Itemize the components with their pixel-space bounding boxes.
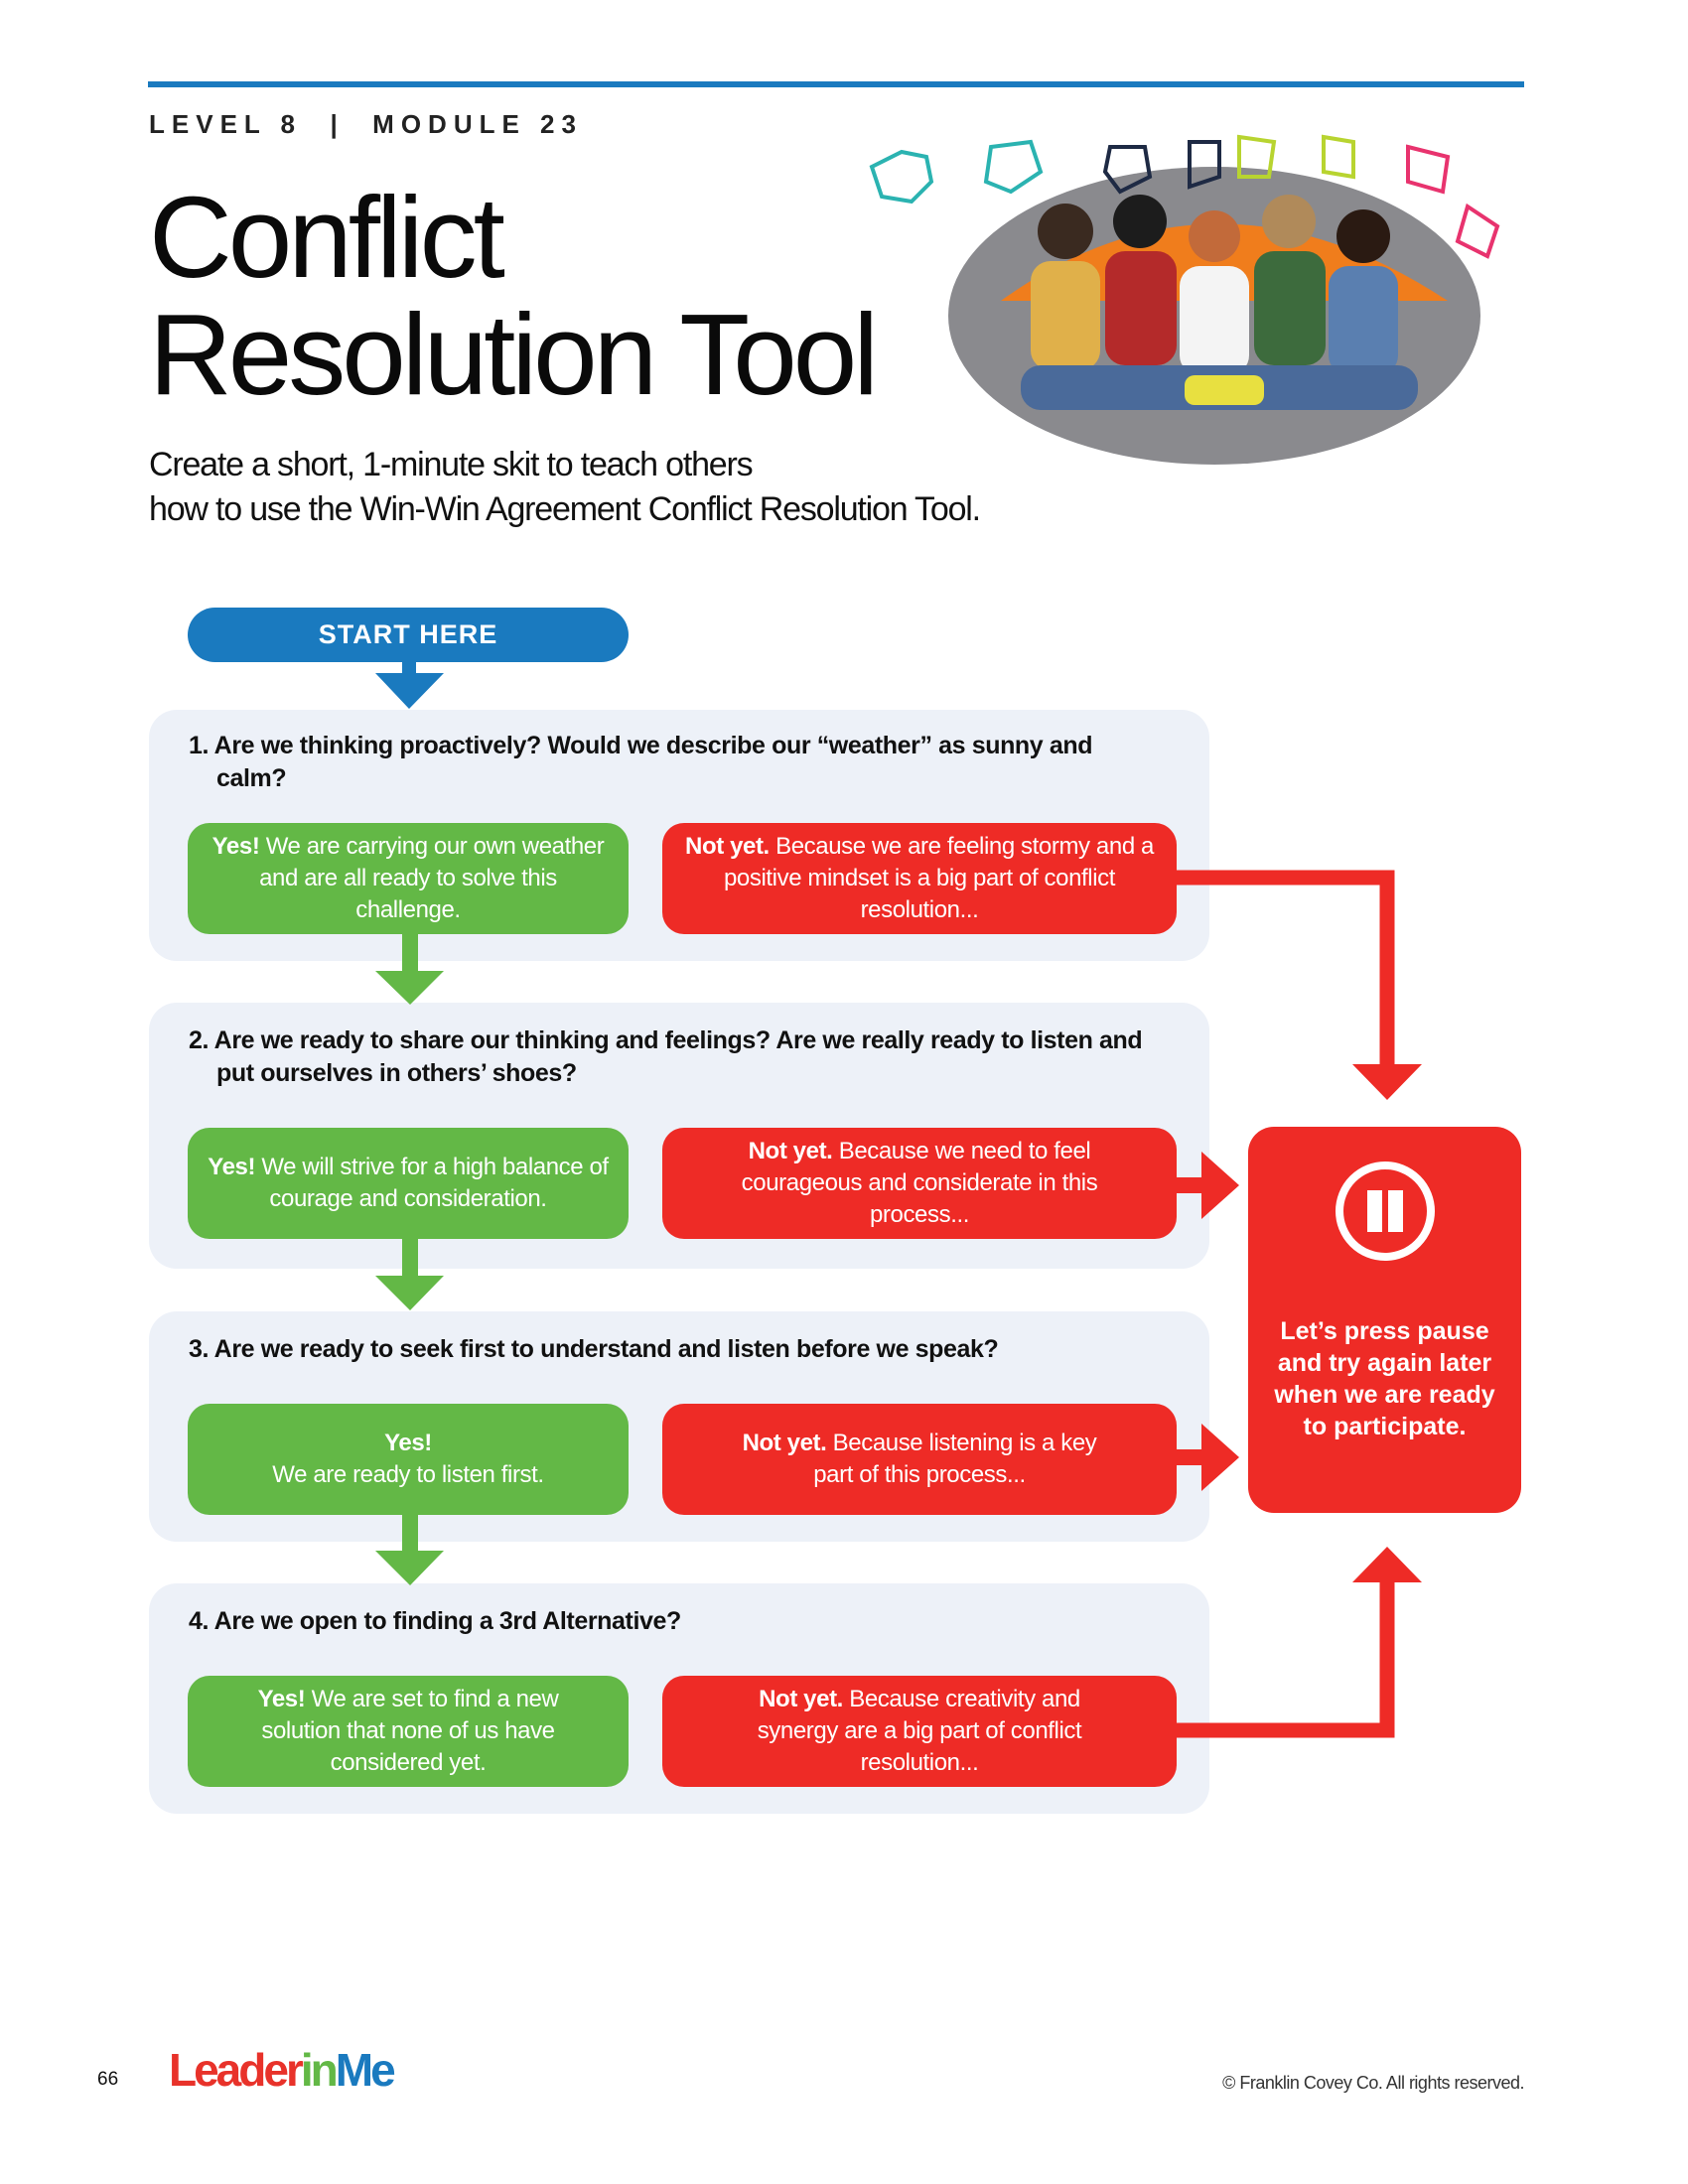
not-yet-text: Because we are feeling stormy and a posi… <box>723 833 1154 923</box>
yes-text: We are set to find a new solution that n… <box>261 1686 559 1776</box>
yes-box: Yes! We are ready to listen first. <box>188 1404 629 1515</box>
pause-icon <box>1336 1161 1435 1261</box>
yes-text: We will strive for a high balance of cou… <box>255 1154 609 1212</box>
not-yet-box: Not yet. Because we need to feel courage… <box>662 1128 1177 1239</box>
step-panel-1: 1. Are we thinking proactively? Would we… <box>149 710 1209 961</box>
yes-text: We are ready to listen first. <box>272 1461 544 1488</box>
arrow-up-icon <box>1352 1547 1422 1582</box>
yes-lead: Yes! <box>384 1430 432 1456</box>
thumb-icon <box>869 149 934 205</box>
pause-message: Let’s press pause and try again later wh… <box>1274 1317 1495 1440</box>
step-question: 4. Are we open to finding a 3rd Alternat… <box>189 1607 681 1635</box>
page-title: Conflict Resolution Tool <box>149 173 879 419</box>
arrow-down-icon <box>375 673 444 709</box>
step-question: 3. Are we ready to seek first to underst… <box>189 1335 999 1363</box>
yes-lead: Yes! <box>208 1154 256 1180</box>
thumb-icon <box>1322 134 1355 180</box>
step-question: 1. Are we thinking proactively? Would we… <box>189 732 1093 792</box>
not-yet-lead: Not yet. <box>742 1430 827 1456</box>
thumb-icon <box>1102 145 1153 195</box>
yes-box: Yes! We are set to find a new solution t… <box>188 1676 629 1787</box>
subtitle: Create a short, 1-minute skit to teach o… <box>149 443 981 532</box>
logo-leader: Leader <box>169 2044 304 2096</box>
step-question: 2. Are we ready to share our thinking an… <box>189 1026 1143 1087</box>
yes-lead: Yes! <box>257 1686 306 1712</box>
arrow-down-icon <box>375 971 444 1005</box>
top-rule <box>148 81 1524 87</box>
not-yet-text: Because listening is a key part of this … <box>813 1430 1097 1488</box>
not-yet-lead: Not yet. <box>685 833 770 860</box>
title-line-1: Conflict <box>149 173 505 302</box>
arrow-down-icon <box>375 1551 444 1585</box>
thumb-icon <box>1455 203 1500 259</box>
leader-in-me-logo: LeaderinMe <box>169 2043 396 2097</box>
step-panel-3: 3. Are we ready to seek first to underst… <box>149 1311 1209 1542</box>
title-line-2: Resolution Tool <box>149 290 879 419</box>
step-panel-2: 2. Are we ready to share our thinking an… <box>149 1003 1209 1269</box>
not-yet-box: Not yet. Because listening is a key part… <box>662 1404 1177 1515</box>
thumb-icon <box>1406 144 1451 195</box>
arrow-down-icon <box>1352 1064 1422 1100</box>
yes-text: We are carrying our own weather and are … <box>259 833 605 923</box>
subtitle-line-2: how to use the Win-Win Agreement Conflic… <box>149 490 981 528</box>
page-number: 66 <box>97 2069 119 2090</box>
not-yet-lead: Not yet. <box>759 1686 843 1712</box>
copyright: © Franklin Covey Co. All rights reserved… <box>1222 2073 1524 2093</box>
not-yet-text: Because we need to feel courageous and c… <box>741 1138 1098 1228</box>
subtitle-line-1: Create a short, 1-minute skit to teach o… <box>149 446 754 483</box>
yes-box: Yes! We will strive for a high balance o… <box>188 1128 629 1239</box>
level-module-label: LEVEL 8 | MODULE 23 <box>149 109 583 139</box>
thumb-icon <box>1237 134 1277 179</box>
yes-box: Yes! We are carrying our own weather and… <box>188 823 629 934</box>
logo-me: Me <box>335 2044 396 2096</box>
logo-in: in <box>300 2044 339 2096</box>
step-panel-4: 4. Are we open to finding a 3rd Alternat… <box>149 1583 1209 1814</box>
start-here-label: START HERE <box>188 608 629 662</box>
pause-box: Let’s press pause and try again later wh… <box>1248 1127 1521 1513</box>
students-photo <box>869 134 1500 465</box>
not-yet-text: Because creativity and synergy are a big… <box>757 1686 1082 1776</box>
thumb-icon <box>1188 140 1221 190</box>
not-yet-lead: Not yet. <box>748 1138 833 1164</box>
arrow-down-icon <box>375 1276 444 1310</box>
not-yet-box: Not yet. Because creativity and synergy … <box>662 1676 1177 1787</box>
not-yet-box: Not yet. Because we are feeling stormy a… <box>662 823 1177 934</box>
thumb-icon <box>983 139 1044 195</box>
yes-lead: Yes! <box>211 833 260 860</box>
